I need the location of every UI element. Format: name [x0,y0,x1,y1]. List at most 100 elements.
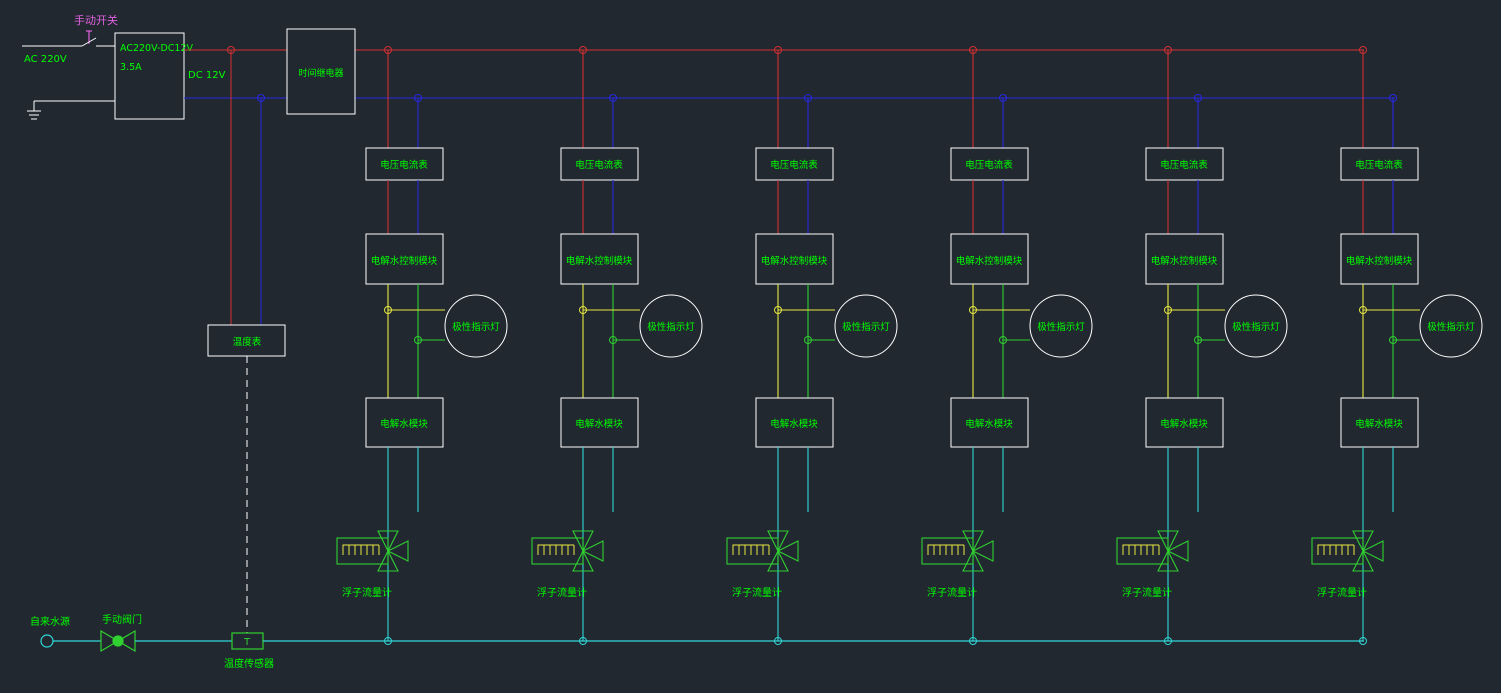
polarity-indicator-label: 极性指示灯 [1232,321,1280,333]
control-module-box [755,233,834,285]
junction-node [384,46,392,54]
flowmeter-label: 浮子流量计 [732,586,782,599]
flowmeter-scale-icon [927,544,965,555]
voltmeter-label: 电压电流表 [770,159,818,171]
flowmeter-scale-icon [732,544,770,555]
flowmeter-label: 浮子流量计 [927,586,977,599]
three-way-valve-icon[interactable] [1352,530,1384,572]
electrolysis-module-box [1145,397,1224,448]
three-way-valve-icon[interactable] [572,530,604,572]
junction-node [1359,46,1367,54]
flowmeter-box [336,537,389,565]
three-way-valve-icon[interactable] [962,530,994,572]
voltmeter-label: 电压电流表 [1160,159,1208,171]
electrolysis-module-box [365,397,444,448]
junction-node [1389,94,1397,102]
flowmeter-scale-icon [1122,544,1160,555]
three-way-valve-icon[interactable] [767,530,799,572]
flowmeter-label: 浮子流量计 [537,586,587,599]
voltmeter-box [560,147,639,181]
converter-current-label: 3.5A [120,62,142,73]
electrolysis-units: 电压电流表电解水控制模块极性指示灯电解水模块浮子流量计电压电流表电解水控制模块极… [336,46,1483,645]
temperature-sensor-mark: T [243,637,251,648]
thermometer-label: 温度表 [233,336,262,348]
control-module-box [1340,233,1419,285]
polarity-indicator-icon [1419,294,1483,358]
electrolysis-module-label: 电解水模块 [1160,418,1208,430]
voltmeter-box [1145,147,1224,181]
manual-valve-label: 手动阀门 [102,613,142,626]
junction-node [969,46,977,54]
dc-voltage-label: DC 12V [188,70,226,81]
flowmeter-box [1311,537,1364,565]
junction-node [999,336,1007,344]
polarity-indicator-label: 极性指示灯 [842,321,890,333]
flowmeter-label: 浮子流量计 [342,586,392,599]
control-module-label: 电解水控制模块 [956,255,1023,267]
manual-switch-label: 手动开关 [74,13,118,27]
junction-node [1359,306,1367,314]
junction-node [969,306,977,314]
control-module-label: 电解水控制模块 [1151,255,1218,267]
junction-node [609,94,617,102]
three-way-valve-icon[interactable] [1157,530,1189,572]
junction-node [774,637,782,645]
flowmeter-box [726,537,779,565]
electrolysis-module-label: 电解水模块 [575,418,623,430]
junction-node [1389,336,1397,344]
junction-node [384,306,392,314]
voltmeter-label: 电压电流表 [965,159,1013,171]
junction-node [774,306,782,314]
three-way-valve-icon[interactable] [377,530,409,572]
voltmeter-box [755,147,834,181]
electrolysis-module-label: 电解水模块 [965,418,1013,430]
voltmeter-box [950,147,1029,181]
control-module-label: 电解水控制模块 [761,255,828,267]
control-module-box [950,233,1029,285]
junction-node [804,336,812,344]
control-module-box [1145,233,1224,285]
polarity-indicator-icon [1224,294,1288,358]
polarity-indicator-label: 极性指示灯 [452,321,500,333]
switch-contact [81,37,97,47]
electrolysis-module-label: 电解水模块 [770,418,818,430]
junction-node [227,46,235,54]
electrolysis-module-label: 电解水模块 [380,418,428,430]
control-module-box [365,233,444,285]
flowmeter-label: 浮子流量计 [1122,586,1172,599]
junction-node [1164,306,1172,314]
junction-node [609,336,617,344]
voltmeter-box [1340,147,1419,181]
junction-node [257,94,265,102]
water-source-icon [40,634,54,648]
junction-node [999,94,1007,102]
flowmeter-scale-icon [342,544,380,555]
voltmeter-label: 电压电流表 [380,159,428,171]
flowmeter-box [921,537,974,565]
junction-node [579,306,587,314]
electrolysis-module-box [950,397,1029,448]
electrolysis-module-label: 电解水模块 [1355,418,1403,430]
voltmeter-box [365,147,444,181]
ground-icon [27,101,41,120]
manual-valve-icon[interactable] [100,629,136,653]
junction-node [414,94,422,102]
junction-node [774,46,782,54]
flowmeter-box [531,537,584,565]
junction-node [969,637,977,645]
power-section: 手动开关 AC 220V AC220V-DC12V 3.5A DC 12V 时间… [22,13,1395,633]
junction-node [1164,637,1172,645]
electrolysis-module-box [1340,397,1419,448]
polarity-indicator-label: 极性指示灯 [1427,321,1475,333]
control-module-label: 电解水控制模块 [371,255,438,267]
flowmeter-scale-icon [537,544,575,555]
time-relay-box [286,28,356,115]
polarity-indicator-icon [834,294,898,358]
polarity-indicator-icon [444,294,508,358]
